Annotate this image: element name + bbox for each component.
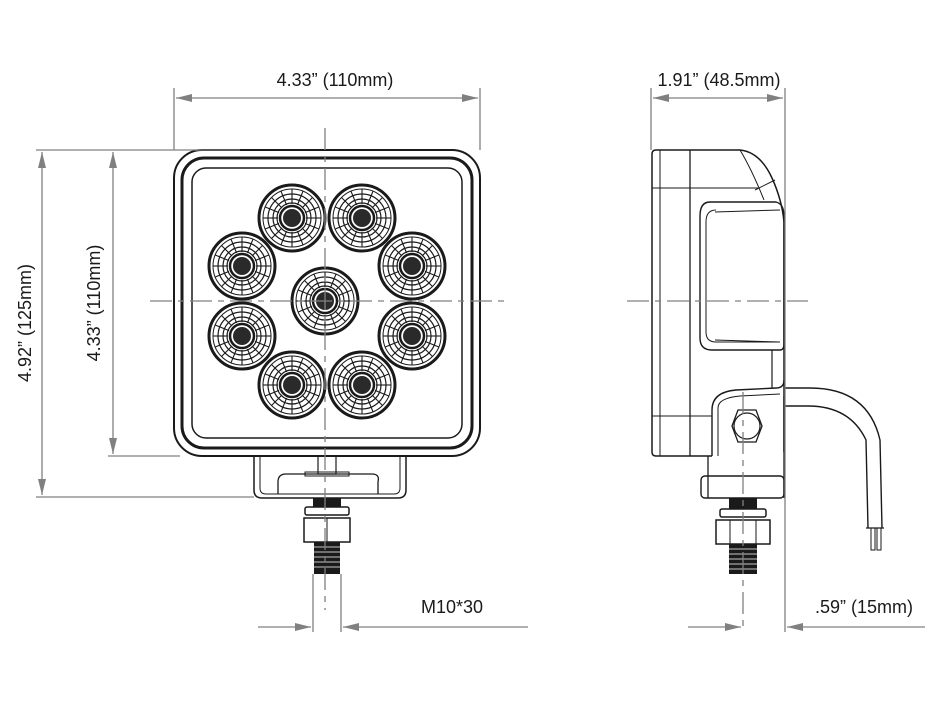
housing-bezel (180, 156, 474, 450)
led-6 (257, 350, 327, 420)
led-2 (327, 183, 397, 253)
led-7 (207, 301, 277, 371)
side-window (699, 201, 785, 351)
mount-bracket (253, 456, 407, 499)
led-5 (327, 350, 397, 420)
side-hex-bolt (731, 409, 763, 443)
housing-height-label: 4.33” (110mm) (84, 245, 104, 362)
width-dimension-label: 4.33” (110mm) (277, 70, 394, 90)
side-view (627, 149, 884, 632)
led-4 (377, 301, 447, 371)
side-housing (651, 149, 785, 452)
front-dimensions: 4.33” (110mm) 4.92” (125mm) 4.33” (110mm… (15, 70, 528, 632)
led-8 (207, 231, 277, 301)
overall-height-label: 4.92” (125mm) (15, 264, 35, 382)
bolt-size-label: M10*30 (421, 597, 483, 617)
mount-bolt (303, 498, 351, 574)
led-1 (257, 183, 327, 253)
led-3 (377, 231, 447, 301)
lens-area (191, 167, 463, 439)
bolt-offset-label: .59” (15mm) (815, 597, 913, 617)
front-view (150, 128, 505, 610)
depth-dimension-label: 1.91” (48.5mm) (657, 70, 780, 90)
side-dimensions: 1.91” (48.5mm) .59” (15mm) (650, 70, 925, 632)
power-cable (784, 387, 883, 529)
